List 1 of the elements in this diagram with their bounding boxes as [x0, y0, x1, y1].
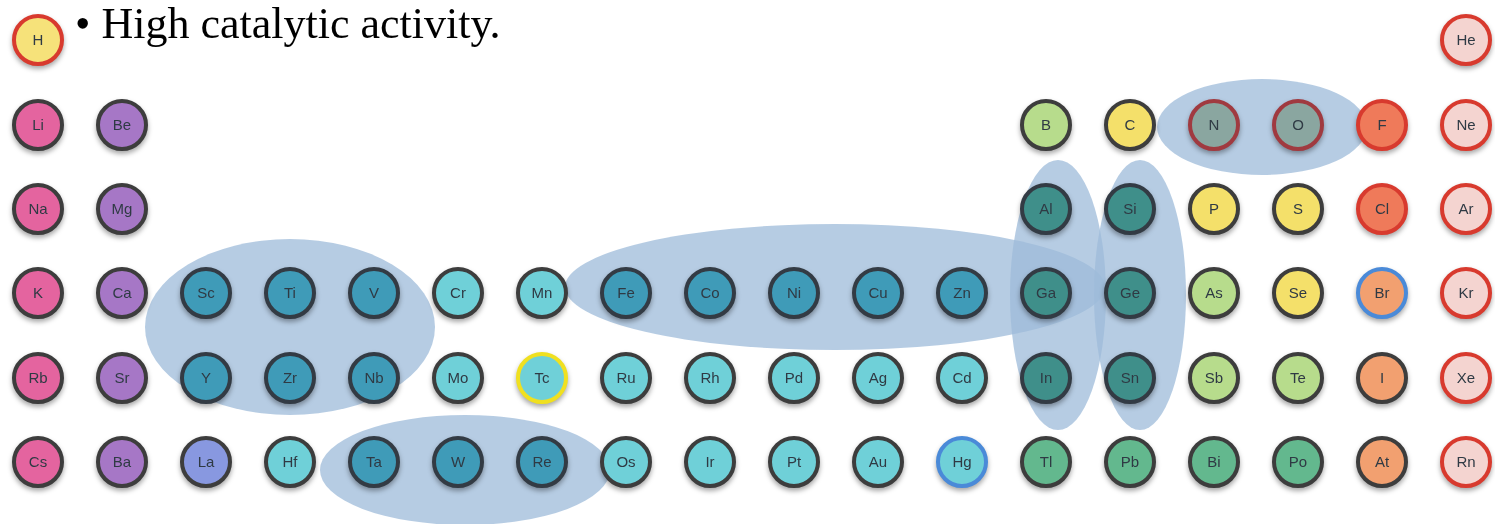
bullet-text: • High catalytic activity. — [75, 0, 501, 48]
